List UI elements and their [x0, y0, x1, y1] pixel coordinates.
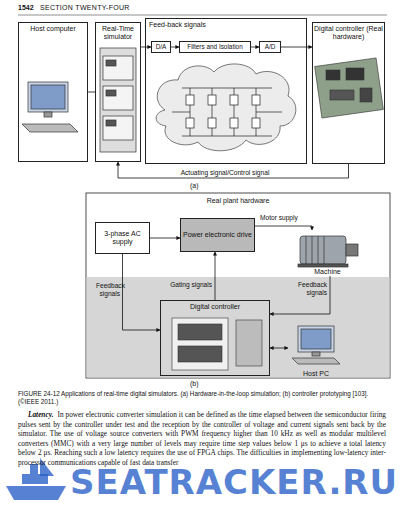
filter-box: Filters and Isolation — [179, 41, 251, 53]
simulator-rack — [100, 48, 136, 152]
edge-label: Feedback signals — [96, 282, 120, 297]
node-label: Digital controller — [162, 303, 268, 311]
converter-box: A/D — [259, 41, 281, 53]
connector — [118, 162, 349, 178]
computer-node: Host PC — [288, 322, 344, 378]
subfigure-label: (a) — [190, 182, 199, 189]
controller-board — [315, 58, 384, 118]
connector — [215, 252, 216, 300]
node-label: Power electronic drive — [182, 231, 253, 239]
controller-hardware — [172, 318, 262, 370]
node-label: Host PC — [289, 370, 343, 378]
paragraph-text: In power electronic converter simulation… — [18, 410, 386, 467]
subfigure-label: (b) — [190, 380, 199, 387]
node-label: Host computer — [20, 25, 86, 33]
computer-illustration — [292, 326, 340, 364]
page-number: 1542 — [18, 4, 34, 11]
machine-node: Machine — [290, 230, 365, 276]
connector — [123, 254, 161, 330]
watermark: SEATRACKER.RU — [70, 462, 398, 502]
node-label: Real-Time simulator — [97, 25, 139, 41]
connector — [255, 226, 312, 230]
connector — [150, 238, 180, 239]
header-rule — [18, 15, 387, 16]
edge-label: Actuating signal/Control signal — [130, 169, 320, 177]
node-label: Machine — [291, 268, 364, 276]
figure-caption: FIGURE 24-12 Applications of real-time d… — [18, 390, 386, 405]
node-label: D/A — [153, 43, 169, 51]
node-label: Real plant hardware — [89, 197, 387, 205]
connector — [270, 348, 288, 349]
connector — [88, 92, 95, 93]
connector — [270, 276, 330, 314]
simulator-box: Real-Time simulator — [95, 22, 141, 162]
signal-group-box: Feed-back signalsD/A Filters and Isolatio… — [145, 18, 307, 164]
figure-frame — [86, 193, 390, 378]
node-label: Digital controller (Real hardware) — [314, 25, 383, 41]
body-paragraph: Latency. In power electronic converter s… — [18, 410, 386, 468]
supply-box: 3-phase AC supply — [95, 222, 150, 254]
connector — [281, 47, 312, 48]
computer-box: Host computer — [18, 22, 88, 162]
node-label: Filters and Isolation — [181, 43, 249, 51]
node-label: Feed-back signals — [149, 21, 305, 29]
node-label: A/D — [261, 43, 279, 51]
motor-illustration — [298, 236, 358, 267]
edge-label: Gating signals — [170, 281, 212, 289]
drive-box: Power electronic drive — [180, 218, 255, 252]
edge-label: Motor supply — [260, 214, 300, 222]
plant-region: Real plant hardware 3-phase AC supply Powe… — [88, 195, 388, 277]
connector — [171, 47, 179, 48]
shaded-region — [87, 277, 390, 378]
controller-box: Digital controller — [160, 300, 270, 376]
computer-illustration — [22, 82, 78, 132]
converter-box: D/A — [151, 41, 171, 53]
section-heading: SECTION TWENTY-FOUR — [40, 4, 130, 11]
connector — [251, 47, 259, 48]
node-label: 3-phase AC supply — [97, 230, 148, 246]
controller-box: Digital controller (Real hardware) — [312, 22, 385, 164]
connector — [141, 47, 151, 48]
paragraph-lead: Latency. — [28, 410, 53, 419]
converter-cloud — [156, 64, 296, 151]
edge-label: Feedback signals — [292, 281, 327, 296]
